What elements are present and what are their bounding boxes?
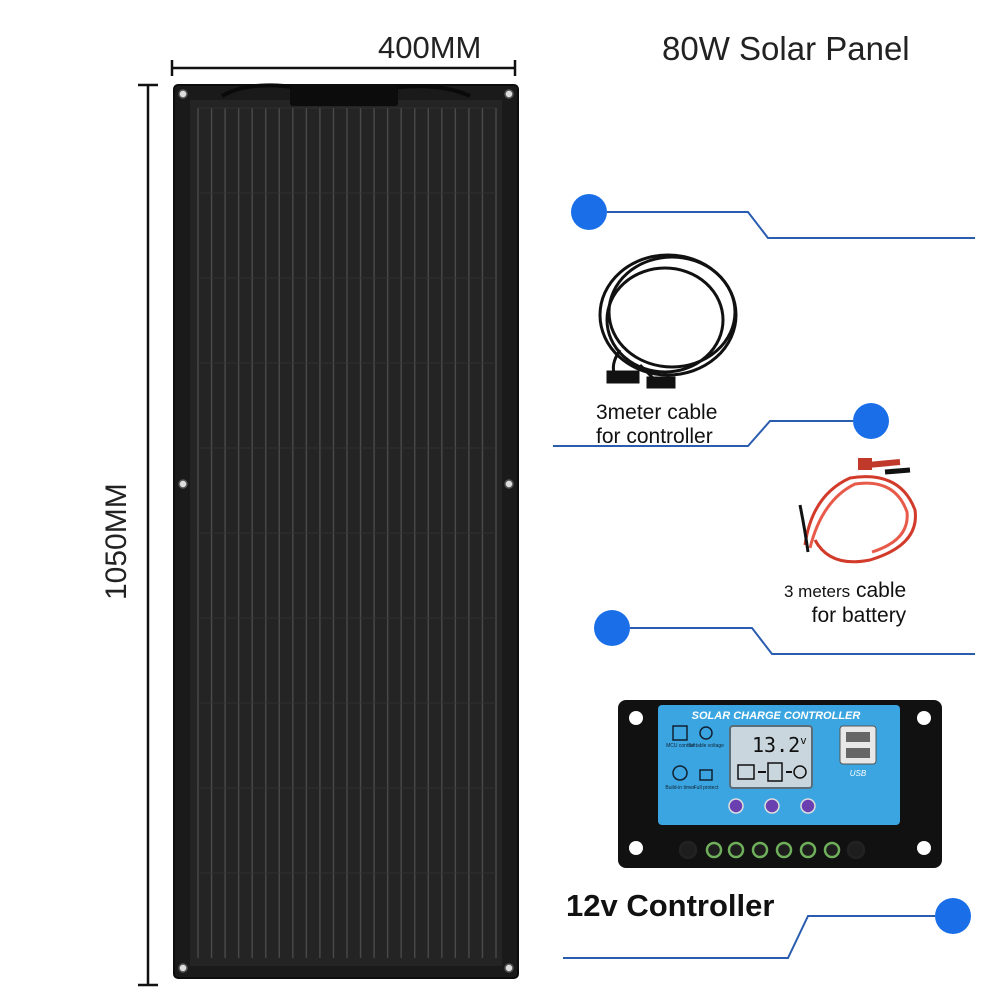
solar-panel — [173, 83, 519, 979]
callout-2 — [553, 403, 889, 447]
controller-label: 12v Controller — [566, 888, 775, 923]
terminals — [678, 840, 866, 860]
usb-label: USB — [850, 769, 867, 778]
battery-cable-image — [798, 458, 917, 564]
callout-4 — [563, 898, 971, 959]
battery-cable-label: 3 meters cable for battery — [784, 579, 906, 628]
callout-1 — [571, 194, 975, 239]
icon-label-protect: Full protect — [694, 785, 719, 791]
page-title: 80W Solar Panel — [662, 30, 910, 67]
battery-cable-label-line2: for battery — [811, 604, 907, 627]
height-label: 1050MM — [100, 483, 133, 600]
width-dimension-line — [170, 60, 517, 76]
controller-cable-label: 3meter cable for controller — [596, 401, 717, 449]
controller-cable-label-line2: for controller — [596, 425, 713, 448]
minus-button — [764, 798, 780, 814]
icon-label-timer: Build-in timer — [665, 785, 695, 791]
callout-3 — [594, 610, 975, 655]
feature-icons — [672, 725, 713, 781]
mounting-grommets — [178, 89, 514, 973]
charge-controller: SOLAR CHARGE CONTROLLER 13.2v MCU contro… — [618, 700, 942, 868]
battery-cable-label-suffix: cable — [850, 579, 907, 602]
solar-cell-grid — [197, 107, 497, 958]
icon-label-mcu: MCU control — [666, 743, 694, 749]
battery-cable-label-prefix: 3 meters — [784, 582, 851, 601]
menu-button — [728, 798, 744, 814]
controller-cable-label-line1: 3meter cable — [596, 401, 718, 424]
battery-cable-label-line1: 3 meters cable — [784, 579, 906, 604]
controller-header: SOLAR CHARGE CONTROLLER — [692, 710, 861, 722]
height-dimension-line — [138, 83, 158, 987]
lcd-value: 13.2v — [752, 733, 807, 757]
plus-button — [800, 798, 816, 814]
width-label: 400MM — [378, 30, 482, 65]
controller-cable-image — [598, 253, 738, 389]
icon-label-voltage: Settable voltage — [688, 743, 724, 749]
